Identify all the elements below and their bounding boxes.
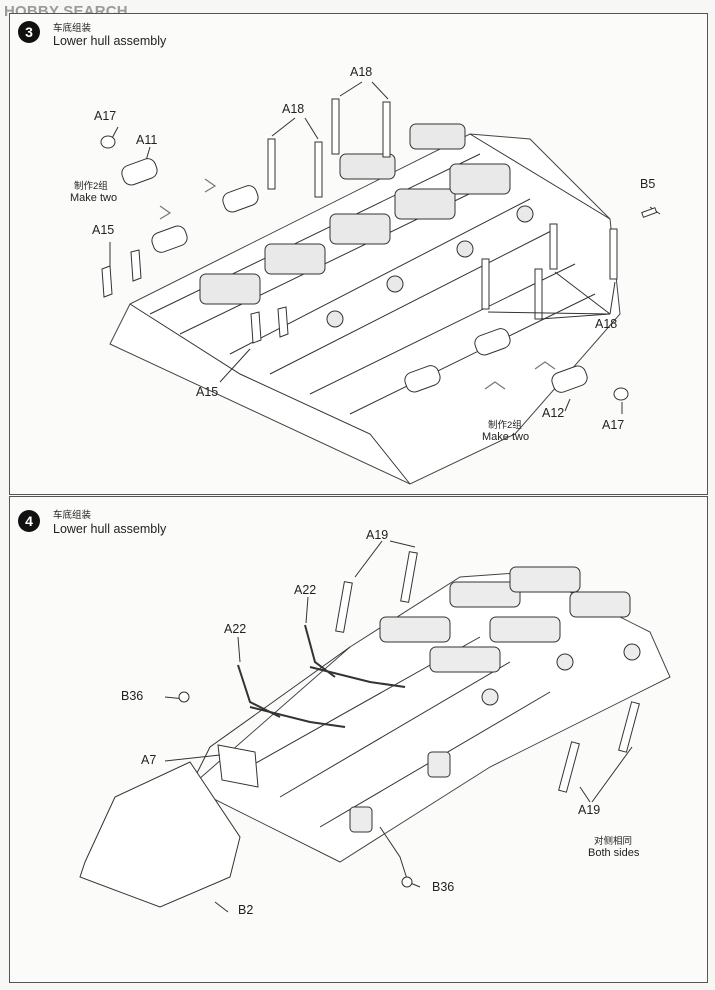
label-a19-bottom: A19 xyxy=(578,803,601,817)
step-3-title-en: Lower hull assembly xyxy=(53,34,167,48)
label-a18-top: A18 xyxy=(350,65,373,79)
label-a18-left: A18 xyxy=(282,102,305,116)
label-b5: B5 xyxy=(640,177,656,191)
step-3-title-cn: 车底组装 xyxy=(53,23,92,34)
step-4-panel: 4 车底组装 Lower hull assembly A19 A22 A22 B… xyxy=(9,496,708,983)
make-two-cn-2: 制作2组 xyxy=(488,420,522,431)
label-a17-bottom: A17 xyxy=(602,418,625,432)
both-sides-cn: 对侧相同 xyxy=(594,836,633,847)
step-4-title-cn: 车底组装 xyxy=(53,510,92,521)
step-4-hull-drawing xyxy=(79,540,671,913)
both-sides-en: Both sides xyxy=(588,847,640,859)
label-a19-top: A19 xyxy=(366,528,389,542)
label-a15-top: A15 xyxy=(92,223,115,237)
make-two-cn-1: 制作2组 xyxy=(74,181,108,192)
label-a22-left: A22 xyxy=(224,622,247,636)
label-a18-right: A18 xyxy=(595,317,618,331)
label-b36-bottom: B36 xyxy=(432,880,455,894)
label-a7: A7 xyxy=(141,753,157,767)
label-a12: A12 xyxy=(542,406,565,420)
step-4-number: 4 xyxy=(18,510,40,532)
label-a15-bottom: A15 xyxy=(196,385,219,399)
label-a22-top: A22 xyxy=(294,583,317,597)
step-3-hull-drawing xyxy=(100,81,661,485)
step-3-panel: 3 车底组装 Lower hull assembly A18 A18 A17 A… xyxy=(9,13,708,495)
label-a11: A11 xyxy=(136,133,158,147)
step-4-title-en: Lower hull assembly xyxy=(53,522,167,536)
make-two-en-2: Make two xyxy=(482,431,530,443)
label-b2: B2 xyxy=(238,903,254,917)
label-b36-left: B36 xyxy=(121,689,144,703)
step-3-number: 3 xyxy=(18,21,40,43)
label-a17-top: A17 xyxy=(94,109,117,123)
make-two-en-1: Make two xyxy=(70,192,118,204)
